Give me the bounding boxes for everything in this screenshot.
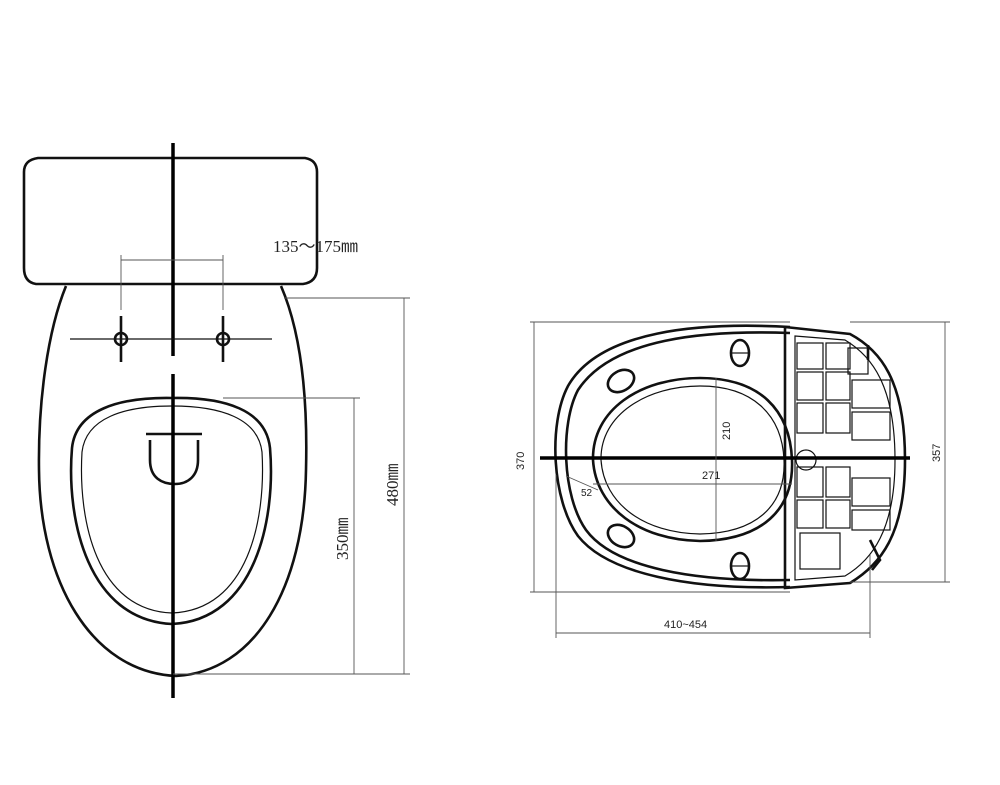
mounting-bolt-right bbox=[215, 316, 231, 362]
opening-height-label: 210 bbox=[721, 422, 733, 440]
housing-internal-grid bbox=[795, 342, 891, 571]
overall-length-dimension-right bbox=[555, 475, 871, 638]
seat-opening-inner bbox=[600, 385, 785, 535]
offset-dimension bbox=[565, 475, 599, 491]
bolt-spacing-dimension bbox=[120, 255, 224, 310]
depth-label: 350㎜ bbox=[333, 518, 352, 561]
toilet-seat-outer bbox=[69, 396, 273, 626]
bumper-bottom-left bbox=[606, 523, 636, 549]
overall-length-label-right: 410~454 bbox=[664, 619, 707, 631]
depth-dimension bbox=[173, 397, 360, 675]
mounting-bolt-left bbox=[113, 316, 129, 362]
seat-outer-2 bbox=[564, 331, 791, 582]
height-outer-dimension bbox=[530, 321, 790, 593]
toilet-top-view: 135～175㎜ 350㎜ 480㎜ bbox=[22, 143, 410, 698]
overall-length-dimension bbox=[284, 297, 410, 675]
seat-outer bbox=[554, 324, 791, 589]
control-housing bbox=[783, 325, 907, 590]
height-outer-label: 370 bbox=[515, 452, 527, 470]
height-housing-label: 357 bbox=[931, 444, 943, 462]
overall-length-label: 480㎜ bbox=[383, 464, 402, 507]
seat-opening-outer bbox=[591, 376, 794, 543]
bumper-top-right bbox=[729, 338, 751, 368]
toilet-tank bbox=[22, 156, 319, 286]
bumper-bottom-right bbox=[729, 551, 751, 581]
toilet-bowl-outer bbox=[37, 285, 308, 678]
seat-top-view: 210 271 52 370 357 410~454 bbox=[515, 321, 950, 638]
height-housing-dimension bbox=[850, 321, 950, 583]
bolt-spacing-label: 135～175㎜ bbox=[273, 237, 358, 256]
opening-length-label: 271 bbox=[702, 470, 720, 482]
bumper-top-left bbox=[606, 368, 636, 394]
housing-inner bbox=[794, 335, 896, 581]
offset-label: 52 bbox=[581, 488, 593, 499]
